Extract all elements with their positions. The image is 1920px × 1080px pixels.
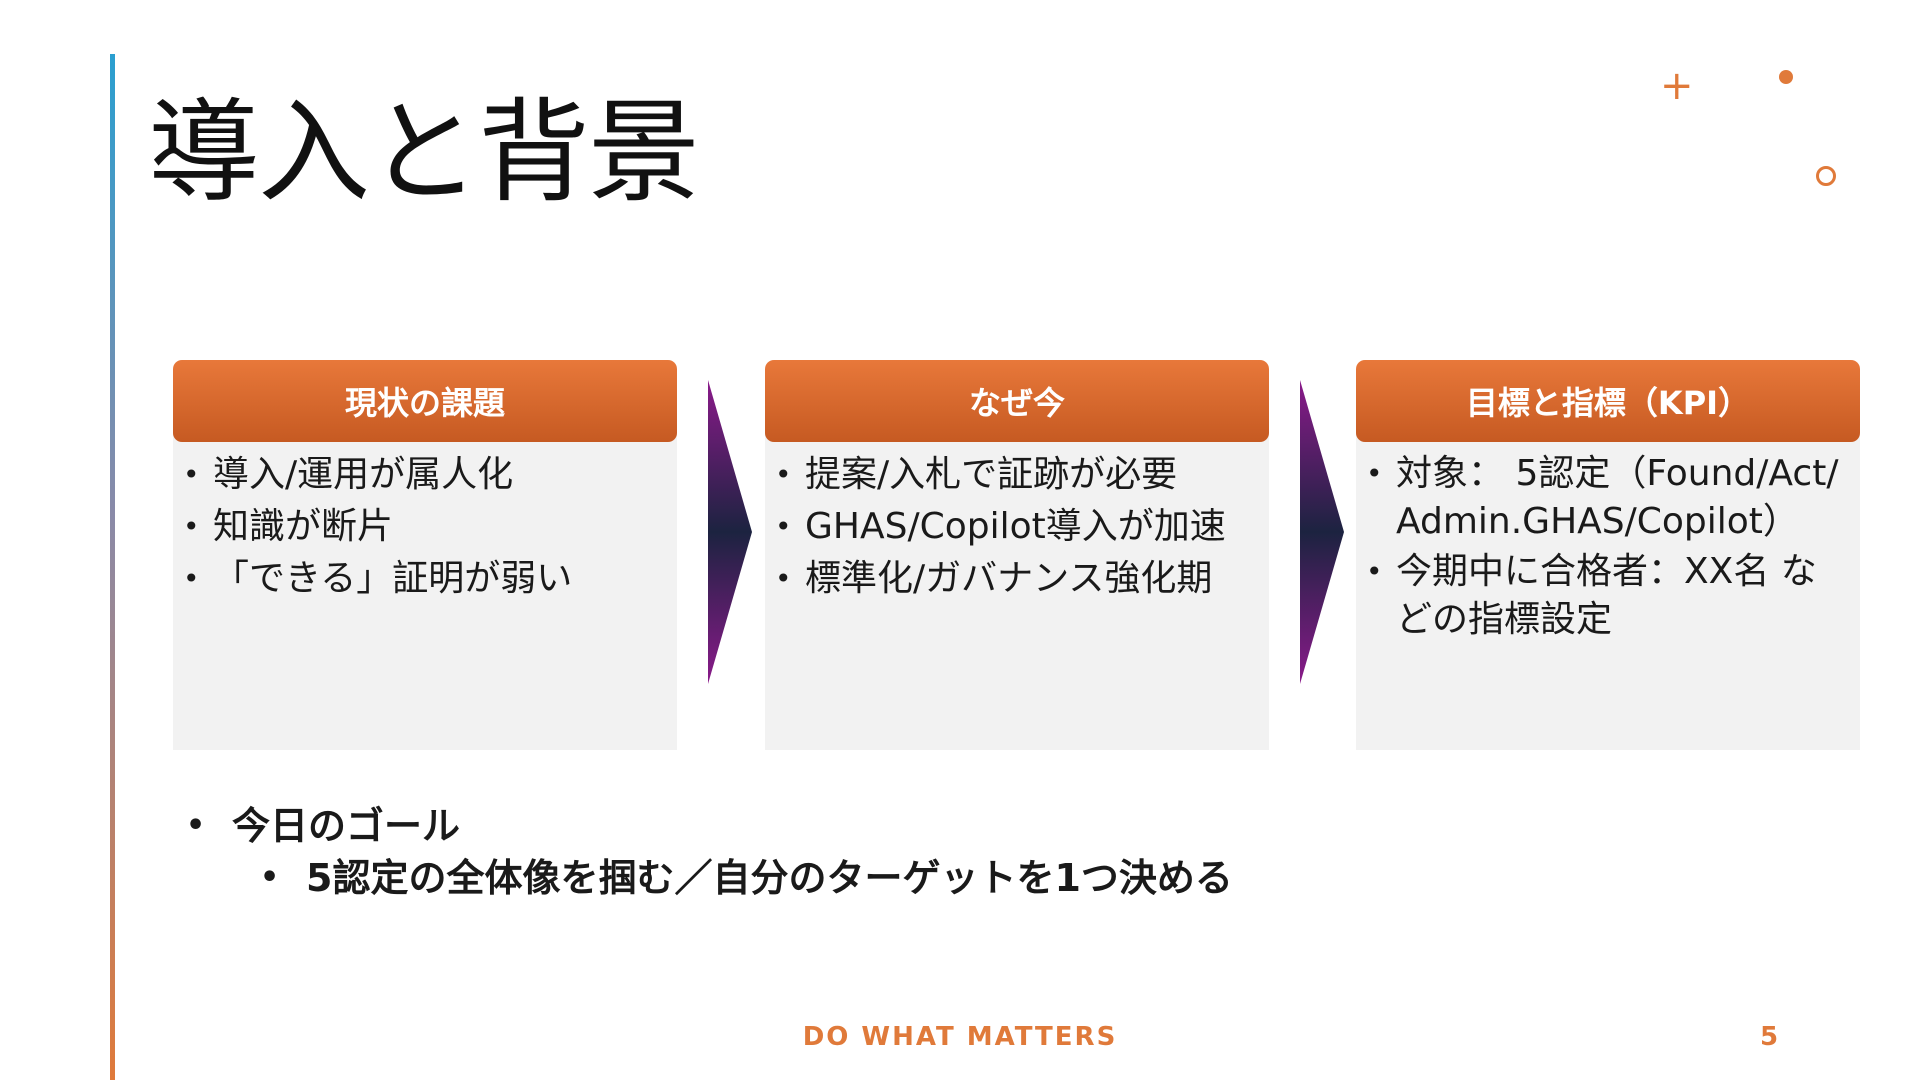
list-item: 知識が断片: [181, 502, 669, 552]
list-item: 「できる」証明が弱い: [181, 554, 669, 604]
dot-icon: [1779, 70, 1793, 84]
page-number: 5: [1760, 1022, 1779, 1052]
plus-icon: +: [1660, 63, 1694, 109]
card-current-issues: 現状の課題 導入/運用が属人化 知識が断片 「できる」証明が弱い: [173, 360, 677, 750]
list-item: 提案/入札で証跡が必要: [773, 450, 1261, 500]
card-header: なぜ今: [765, 360, 1269, 442]
card-body: 導入/運用が属人化 知識が断片 「できる」証明が弱い: [173, 430, 677, 750]
list-item: GHAS/Copilot導入が加速: [773, 502, 1261, 552]
card-header: 目標と指標（KPI）: [1356, 360, 1860, 442]
list-item: 今期中に合格者：XX名 などの指標設定: [1364, 548, 1852, 644]
chevron-right-icon: [708, 380, 752, 684]
card-body: 提案/入札で証跡が必要 GHAS/Copilot導入が加速 標準化/ガバナンス強…: [765, 430, 1269, 750]
list-item: 導入/運用が属人化: [181, 450, 669, 500]
footer-tagline: DO WHAT MATTERS: [802, 1022, 1118, 1052]
list-item: 対象： 5認定（Found/Act/Admin.GHAS/Copilot）: [1364, 450, 1852, 546]
goal-label: 今日のゴール: [186, 800, 1233, 852]
slide-title: 導入と背景: [148, 88, 700, 218]
accent-bar: [110, 54, 115, 1080]
ring-icon: [1816, 166, 1836, 186]
card-body: 対象： 5認定（Found/Act/Admin.GHAS/Copilot） 今期…: [1356, 430, 1860, 750]
goal-section: 今日のゴール 5認定の全体像を掴む／自分のターゲットを1つ決める: [186, 800, 1233, 904]
card-goals-kpi: 目標と指標（KPI） 対象： 5認定（Found/Act/Admin.GHAS/…: [1356, 360, 1860, 750]
card-why-now: なぜ今 提案/入札で証跡が必要 GHAS/Copilot導入が加速 標準化/ガバ…: [765, 360, 1269, 750]
goal-detail: 5認定の全体像を掴む／自分のターゲットを1つ決める: [260, 852, 1233, 904]
chevron-right-icon: [1300, 380, 1344, 684]
list-item: 標準化/ガバナンス強化期: [773, 554, 1261, 604]
card-header: 現状の課題: [173, 360, 677, 442]
